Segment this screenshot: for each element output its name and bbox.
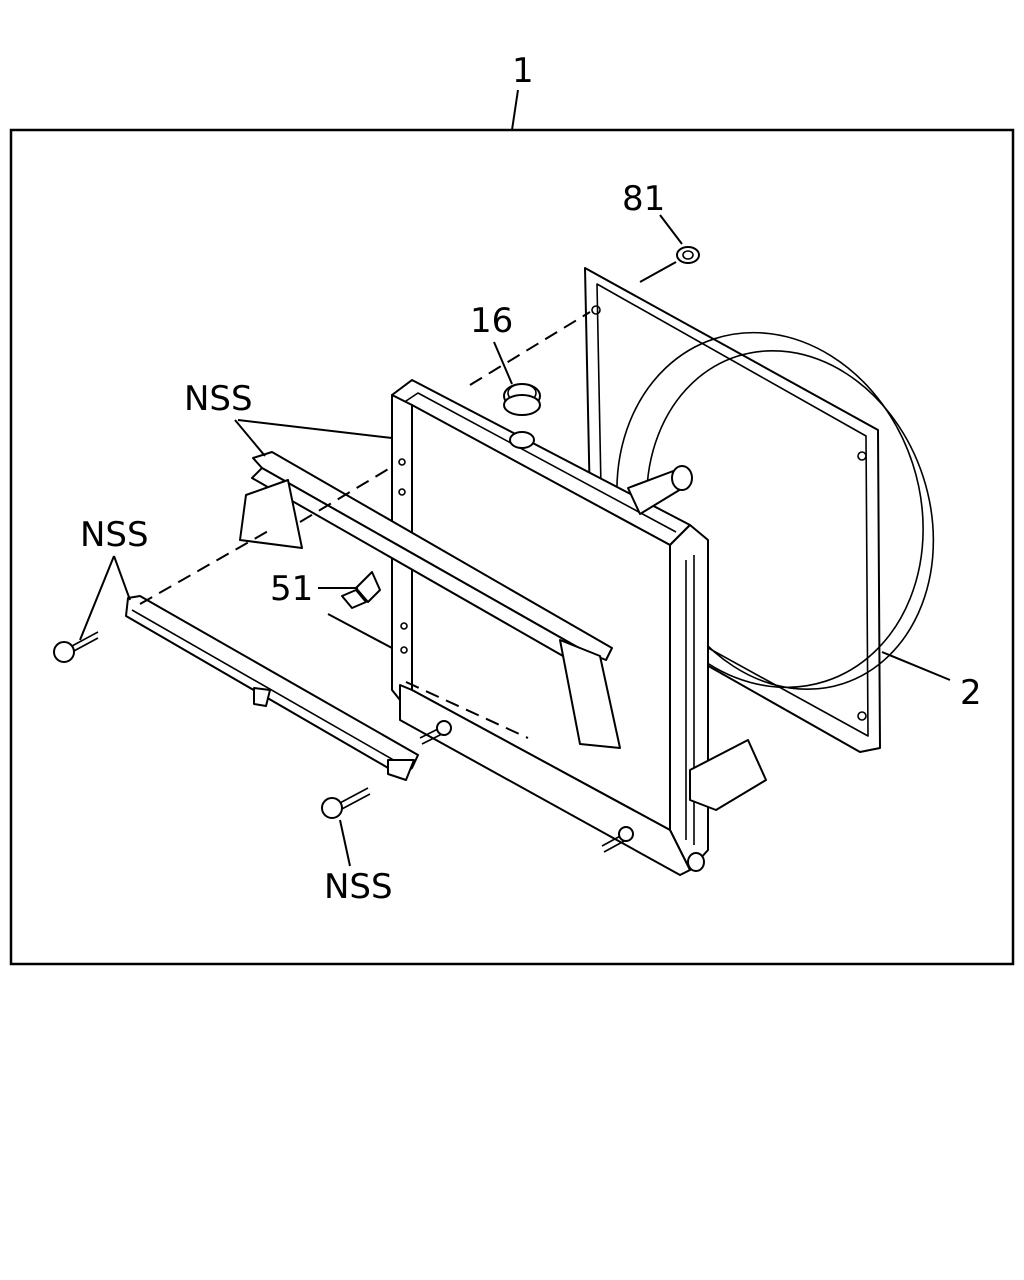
callout-1: 1 <box>512 51 534 91</box>
nss-left-leader-1 <box>79 555 115 641</box>
bolt-left <box>53 631 99 663</box>
bolt-radiator-bottom-right <box>601 826 634 853</box>
callout-2-leader <box>881 651 951 681</box>
upper-bracket-dashline <box>299 467 391 523</box>
lower-bar-dashline <box>139 529 271 605</box>
callout-16: 16 <box>470 301 513 341</box>
drain-plug-guide-line <box>327 613 393 649</box>
callout-81: 81 <box>622 179 665 219</box>
upper-support-bracket <box>239 451 621 749</box>
clip-81 <box>676 246 700 264</box>
bolt-bottom <box>321 787 371 819</box>
drain-plug-51 <box>341 571 381 609</box>
radiator-core <box>391 379 767 876</box>
radiator-to-shroud-dashline <box>469 311 591 386</box>
callout-nss-upper: NSS <box>184 379 253 419</box>
lower-support-bar <box>125 595 419 781</box>
nss-upper-leader-1 <box>234 419 266 457</box>
radiator-cap-16 <box>503 383 541 416</box>
clip-81-leader-to-shroud <box>639 261 677 283</box>
callout-51: 51 <box>270 569 313 609</box>
callout-1-leader <box>511 89 519 131</box>
callout-2: 2 <box>960 673 982 713</box>
callout-16-leader <box>493 341 513 385</box>
nss-bottom-leader <box>339 819 351 867</box>
callout-81-leader <box>659 214 683 245</box>
nss-left-leader-2 <box>113 555 131 601</box>
callout-nss-left: NSS <box>80 515 149 555</box>
bolt-radiator-bottom-left <box>419 720 452 745</box>
nss-upper-leader-2 <box>237 419 393 439</box>
callout-nss-bottom: NSS <box>324 867 393 907</box>
bottom-tank-dashline <box>405 681 529 739</box>
assembly-frame <box>9 128 1015 966</box>
